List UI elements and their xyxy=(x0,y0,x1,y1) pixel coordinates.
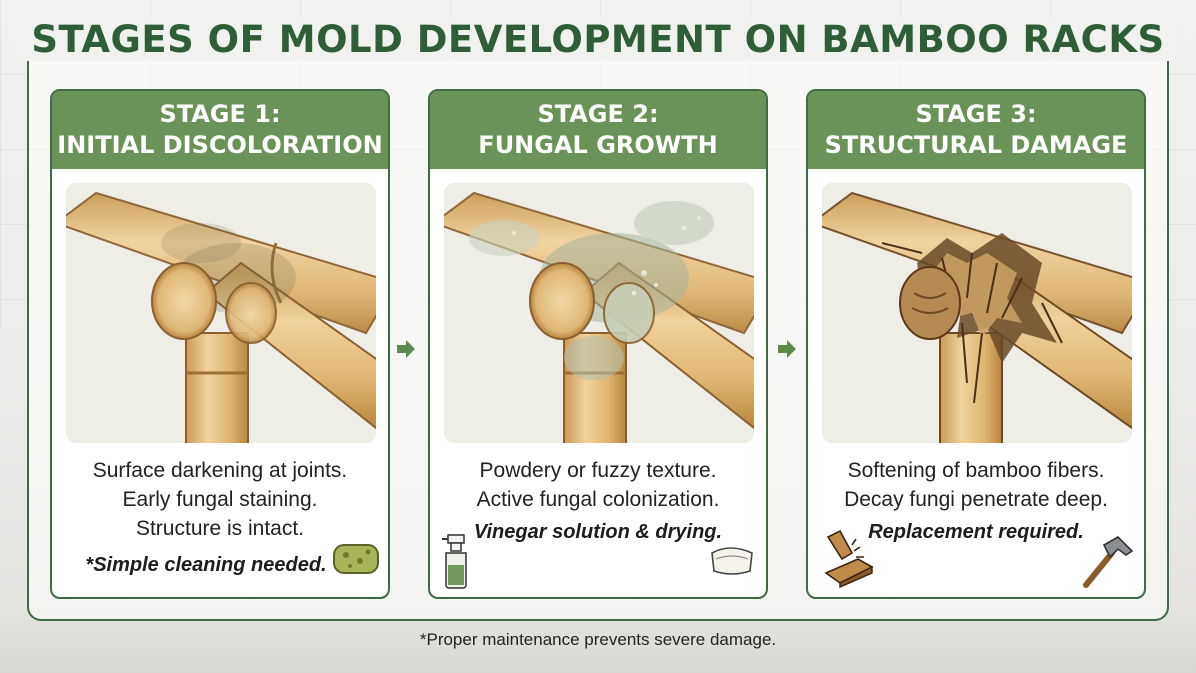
stage-3-heading: STAGE 3: STRUCTURAL DAMAGE xyxy=(808,91,1144,169)
stage-1-heading: STAGE 1: INITIAL DISCOLORATION xyxy=(52,91,388,169)
stage-2-heading: STAGE 2: FUNGAL GROWTH xyxy=(430,91,766,169)
stage-1-illustration xyxy=(66,183,376,443)
stage-1-description: Surface darkening at joints. Early funga… xyxy=(92,459,348,540)
stage-3-illustration xyxy=(822,183,1132,443)
hammer-icon xyxy=(1083,536,1134,588)
stage-1-panel: STAGE 1: INITIAL DISCOLORATION Surface d… xyxy=(50,89,390,599)
stage-2-panel: STAGE 2: FUNGAL GROWTH Powdery or fuzzy … xyxy=(428,89,768,599)
cloth-icon xyxy=(711,547,753,575)
sponge-icon xyxy=(333,544,379,574)
spray-bottle-icon xyxy=(442,534,467,589)
stage-2-illustration xyxy=(444,183,754,443)
stage-2-note: Vinegar solution & drying. xyxy=(473,521,723,543)
stage-2-description: Powdery or fuzzy texture. Active fungal … xyxy=(476,459,720,511)
broken-wood-icon xyxy=(824,529,874,589)
stage-3-panel: STAGE 3: STRUCTURAL DAMAGE Softening of … xyxy=(806,89,1146,599)
stage-3-note: Replacement required. xyxy=(868,521,1084,543)
arrow-right-icon xyxy=(778,340,796,358)
arrow-right-icon xyxy=(397,340,415,358)
page-title: STAGES OF MOLD DEVELOPMENT ON BAMBOO RAC… xyxy=(0,18,1196,61)
footer-note: *Proper maintenance prevents severe dama… xyxy=(419,630,777,649)
stage-3-description: Softening of bamboo fibers. Decay fungi … xyxy=(844,459,1108,511)
stage-1-note: *Simple cleaning needed. xyxy=(85,554,327,576)
